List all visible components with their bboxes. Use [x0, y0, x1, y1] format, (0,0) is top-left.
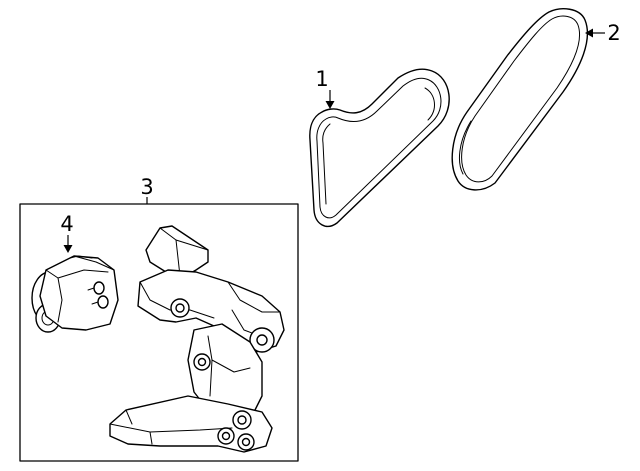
callout-number-2: 2	[607, 21, 620, 45]
bracket-3[interactable]	[109, 225, 285, 453]
arrowhead-4	[63, 245, 73, 253]
callout-3: 3	[140, 175, 154, 204]
arrowhead-1	[325, 101, 335, 109]
arrowhead-2	[585, 28, 593, 38]
bracket-assembly-box	[19, 203, 299, 462]
callout-2: 2	[585, 21, 621, 45]
callout-number-3: 3	[140, 175, 153, 199]
callout-1: 1	[315, 67, 335, 109]
belt-1[interactable]	[309, 68, 450, 228]
belt-2[interactable]	[451, 8, 589, 191]
callout-4: 4	[60, 212, 74, 253]
callout-number-4: 4	[60, 212, 73, 236]
callout-number-1: 1	[315, 67, 328, 91]
tensioner-4[interactable]	[31, 255, 119, 333]
